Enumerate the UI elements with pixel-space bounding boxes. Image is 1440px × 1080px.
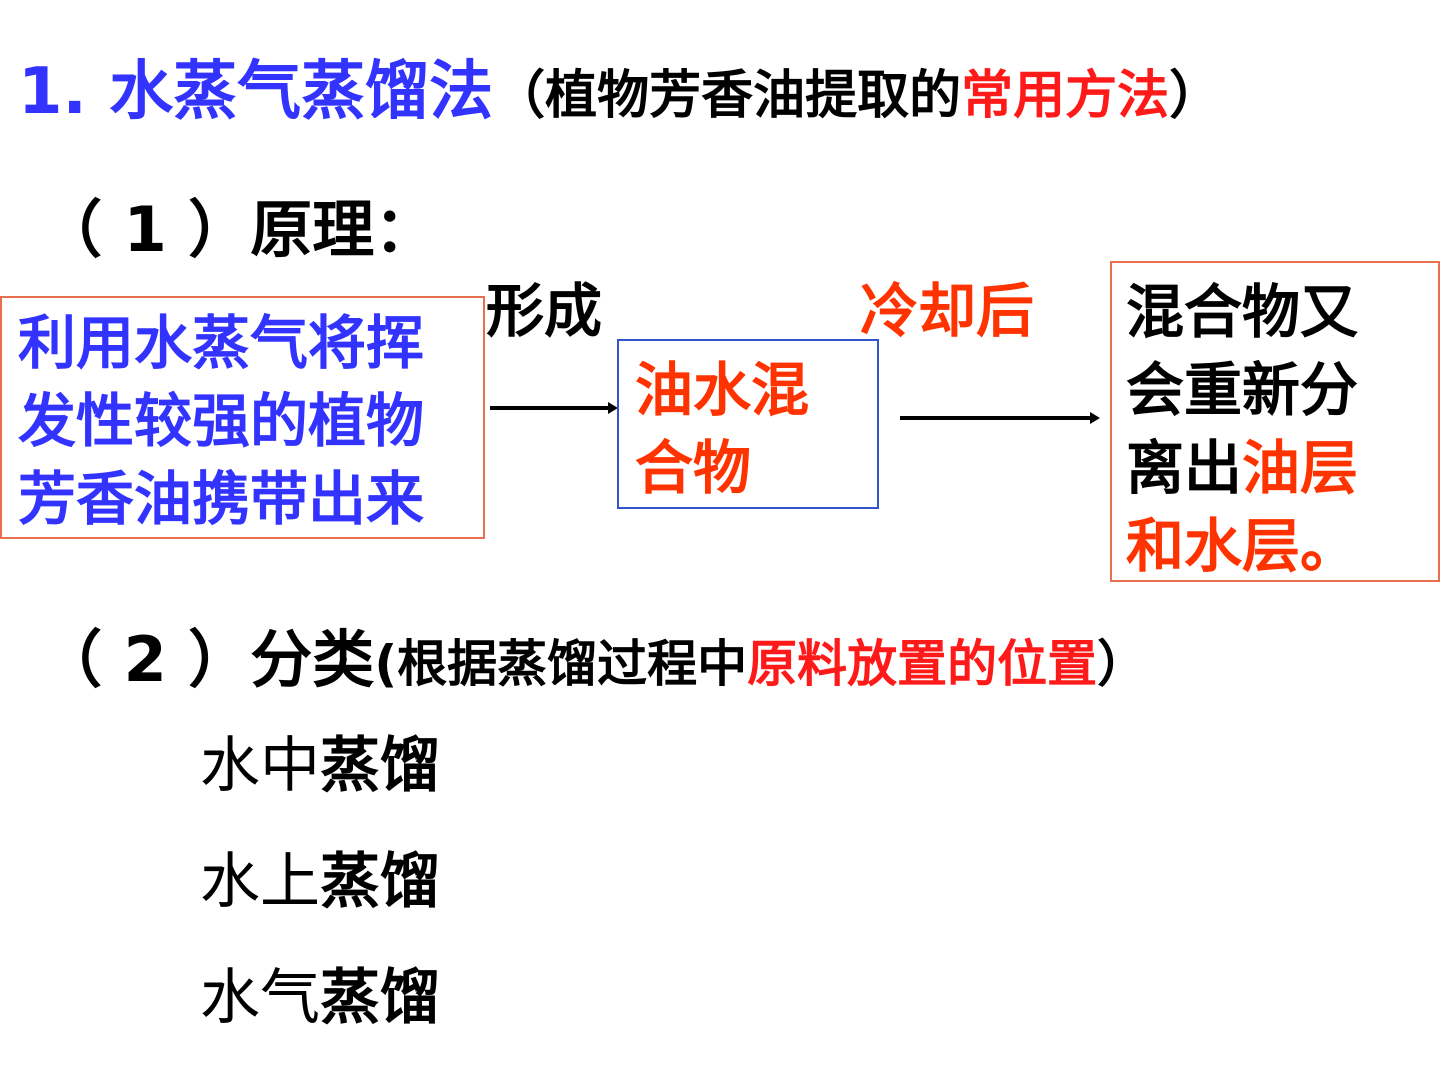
category-description: 根据蒸馏过程中 [397,635,748,693]
title-paren-open: （ [493,66,546,126]
arrow-label-form: 形成 [486,277,603,345]
type-suffix: 蒸馏 [320,963,440,1033]
title-method-name: 水蒸气蒸馏法 [109,55,494,129]
result-text: 离出 [1126,434,1243,502]
distillation-type-item: 水上蒸馏 [200,844,440,920]
arrow-right-icon [900,412,1100,424]
result-highlight: 油层 [1242,434,1359,502]
source-line: 利用水蒸气将挥 [18,309,425,377]
type-prefix: 水气 [200,963,320,1033]
source-box: 利用水蒸气将挥 发性较强的植物 芳香油携带出来 [0,296,485,539]
distillation-type-item: 水气蒸馏 [200,960,440,1036]
title-number: 1. [18,55,87,129]
arrow-right-icon [490,402,618,414]
distillation-type-item: 水中蒸馏 [200,728,440,804]
arrow-label-cool: 冷却后 [860,277,1035,345]
result-box: 混合物又 会重新分 离出油层 和水层。 [1110,261,1440,582]
result-line: 混合物又 [1126,278,1359,346]
category-paren-open: ( [374,635,398,693]
mixture-box: 油水混 合物 [617,339,879,509]
category-label: （ 2 ）分类 [40,623,375,696]
mixture-line: 油水混 [635,356,810,424]
result-line: 会重新分 [1126,356,1359,424]
type-suffix: 蒸馏 [320,847,440,917]
category-paren-close: ） [1097,635,1148,693]
category-highlight: 原料放置的位置 [747,635,1098,693]
type-suffix: 蒸馏 [320,731,440,801]
title-highlight: 常用方法 [961,66,1170,126]
source-line: 芳香油携带出来 [18,465,425,533]
principle-heading: （ 1 ）原理： [40,193,437,266]
mixture-line: 合物 [635,434,752,502]
title-description: 植物芳香油提取的 [545,66,962,126]
source-line: 发性较强的植物 [18,387,425,455]
category-heading: （ 2 ）分类(根据蒸馏过程中原料放置的位置） [40,622,1147,702]
type-prefix: 水中 [200,731,320,801]
title-paren-close: ） [1169,66,1222,126]
result-line: 离出油层 [1126,429,1438,507]
result-line: 和水层。 [1126,512,1359,580]
type-prefix: 水上 [200,847,320,917]
slide-title: 1. 水蒸气蒸馏法（植物芳香油提取的常用方法） [18,52,1221,136]
